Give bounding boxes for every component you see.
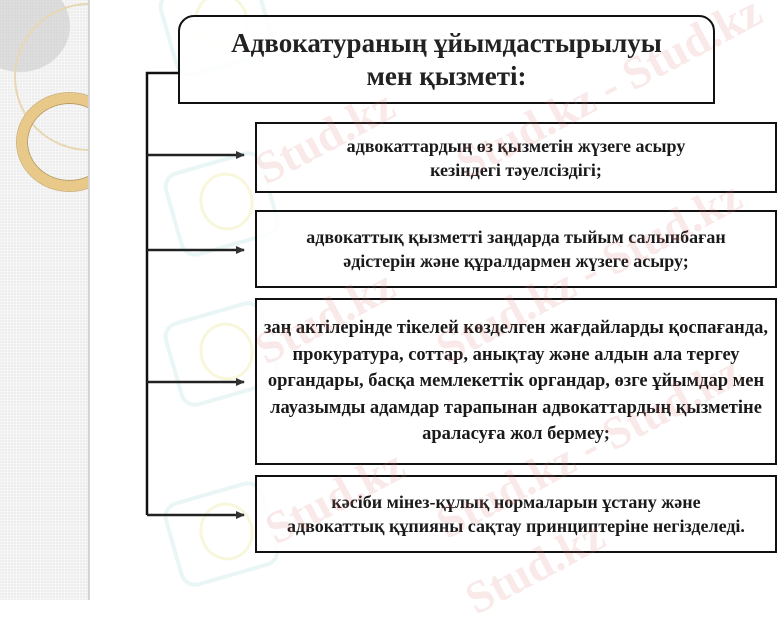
title-line-2: мен қызметі: (366, 60, 527, 91)
title-line-1: Адвокатураның ұйымдастырылуы (231, 27, 662, 58)
diagram-title: Адвокатураның ұйымдастырылуы мен қызметі… (221, 27, 672, 93)
principle-box-4: кәсіби мінез-құлық нормаларын ұстану жән… (255, 475, 777, 553)
decorative-ring-gold (17, 93, 88, 191)
decorative-side-panel (0, 0, 90, 600)
principle-text-3: заң актілерінде тікелей көзделген жағдай… (263, 318, 769, 445)
principle-box-2: адвокаттық қызметті заңдарда тыйым салын… (255, 210, 777, 288)
principle-text-1: адвокаттардың өз қызметін жүзеге асыру к… (346, 135, 686, 180)
principle-text-2: адвокаттық қызметті заңдарда тыйым салын… (306, 227, 726, 271)
principle-box-3: заң актілерінде тікелей көзделген жағдай… (255, 298, 777, 465)
principle-text-4: кәсіби мінез-құлық нормаларын ұстану жән… (287, 492, 745, 536)
principle-box-1: адвокаттардың өз қызметін жүзеге асыру к… (255, 122, 777, 193)
diagram-title-box: Адвокатураның ұйымдастырылуы мен қызметі… (178, 15, 715, 104)
